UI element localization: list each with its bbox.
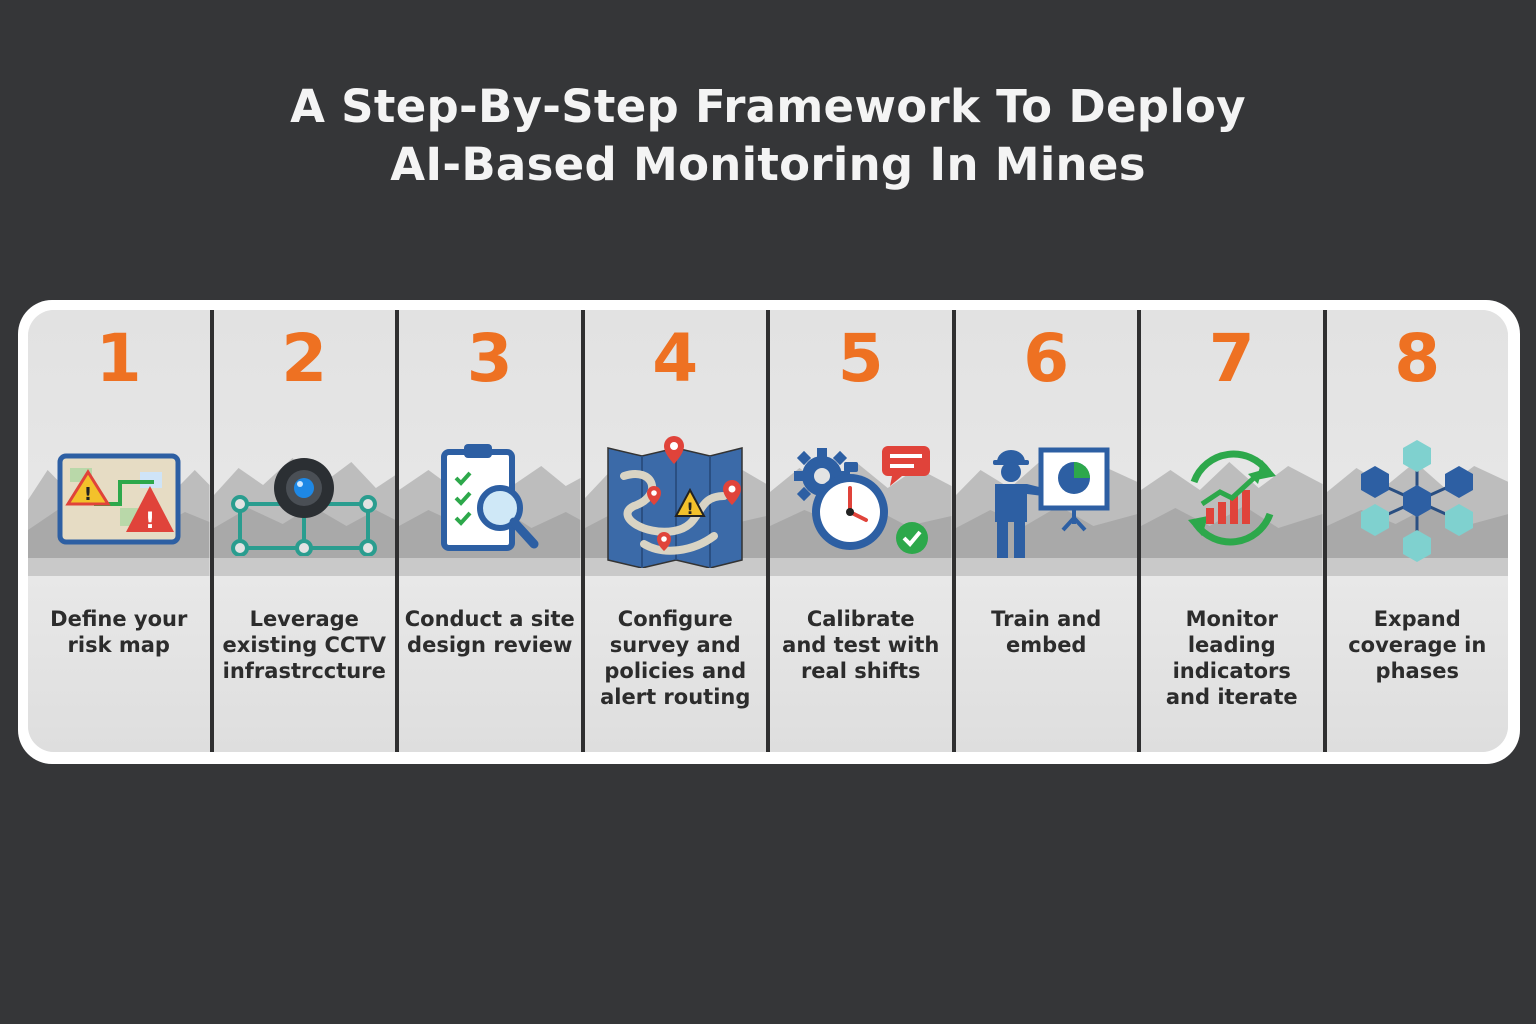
risk-map-icon: ! ! [57, 453, 181, 545]
step-number: 1 [95, 320, 142, 397]
step-8: 8 [1326, 310, 1508, 752]
step-7: 7 [1141, 310, 1327, 752]
svg-text:!: ! [145, 509, 155, 534]
step-scene: ! ! [28, 440, 210, 576]
step-number: 7 [1208, 320, 1255, 397]
cctv-network-icon [231, 458, 378, 556]
page-title: A Step-By-Step Framework To Deploy AI-Ba… [0, 78, 1536, 194]
step-scene [399, 440, 581, 576]
step-label: Conduct a site design review [404, 607, 575, 657]
step-number: 3 [466, 320, 513, 397]
title-line-1: A Step-By-Step Framework To Deploy [290, 80, 1246, 133]
steps-row: 1 ! ! Define y [28, 310, 1508, 752]
stopwatch-gear-icon [793, 446, 930, 554]
step-number: 8 [1394, 320, 1441, 397]
title-line-2: AI-Based Monitoring In Mines [390, 138, 1146, 191]
step-scene [1141, 440, 1323, 576]
hexagon-network-icon [1361, 440, 1474, 562]
step-1: 1 ! ! Define y [28, 310, 214, 752]
step-label: Configure survey and policies and alert … [600, 607, 751, 709]
step-label: Train and embed [991, 607, 1102, 657]
step-number: 4 [652, 320, 699, 397]
step-scene [770, 440, 952, 576]
step-4: 4 ! [584, 310, 770, 752]
step-label: Calibrate and test with real shifts [782, 607, 940, 683]
step-label: Expand coverage in phases [1348, 607, 1487, 683]
svg-text:!: ! [84, 484, 92, 505]
step-number: 6 [1023, 320, 1070, 397]
clipboard-magnifier-icon [440, 444, 539, 551]
step-number: 2 [281, 320, 328, 397]
step-scene [955, 440, 1137, 576]
step-number: 5 [837, 320, 884, 397]
step-2: 2 [213, 310, 399, 752]
step-label: Define your risk map [50, 607, 188, 657]
step-scene: ! [584, 436, 766, 576]
step-6: 6 [955, 310, 1141, 752]
step-3: 3 Conduct a site design review [399, 310, 585, 752]
step-scene [213, 440, 395, 576]
steps-board: 1 ! ! Define y [18, 300, 1520, 764]
step-scene [1326, 440, 1508, 576]
route-map-icon: ! [607, 436, 743, 568]
step-label: Monitor leading indicators and iterate [1165, 607, 1298, 709]
growth-cycle-icon [1187, 450, 1276, 546]
trainer-presentation-icon [993, 447, 1110, 558]
step-5: 5 [770, 310, 956, 752]
step-label: Leverage existing CCTV infrastrccture [222, 607, 386, 683]
svg-text:!: ! [687, 499, 694, 518]
